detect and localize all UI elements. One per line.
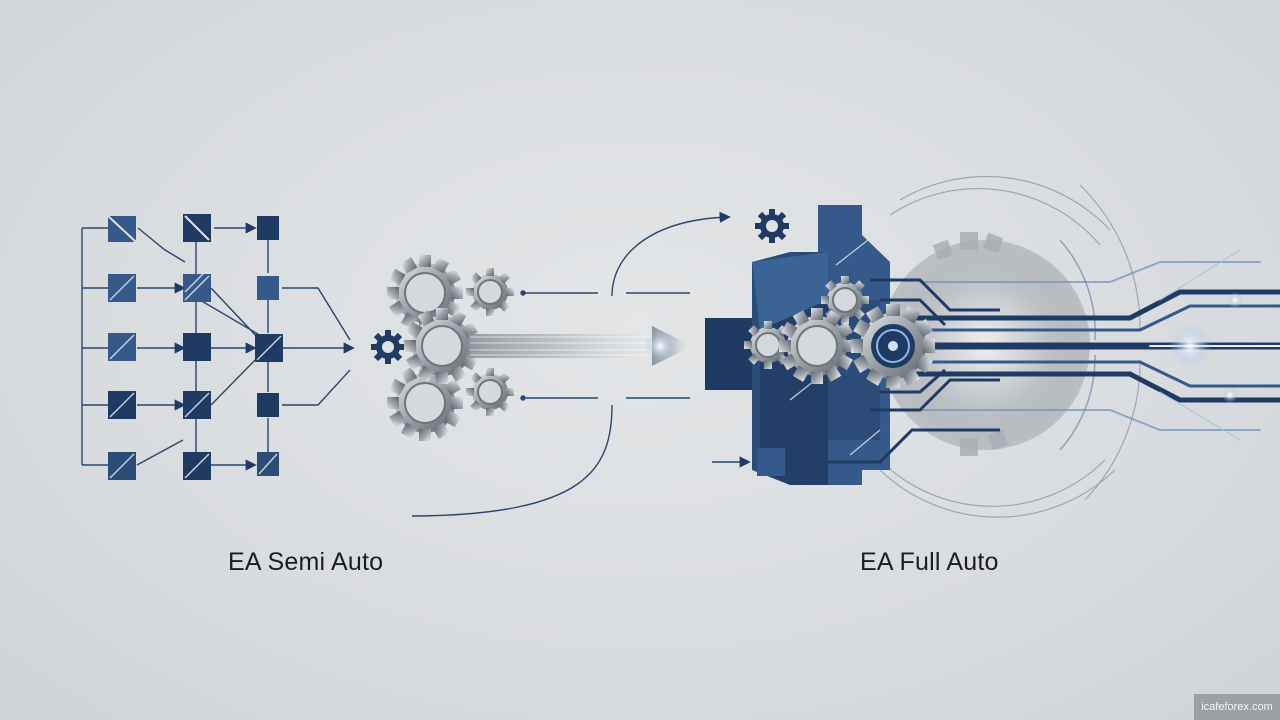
watermark: icafeforex.com [1194, 694, 1280, 720]
semi-auto-label: EA Semi Auto [228, 548, 384, 576]
robot-head-gear-icon [705, 205, 1000, 485]
arrow-icon [468, 326, 692, 366]
flowchart-grid-icon [81, 222, 355, 471]
flowchart-nodes [107, 214, 283, 480]
connector-lines [411, 211, 751, 517]
circuit-speed-lines-icon [874, 175, 1280, 518]
full-auto-label: EA Full Auto [860, 548, 999, 576]
